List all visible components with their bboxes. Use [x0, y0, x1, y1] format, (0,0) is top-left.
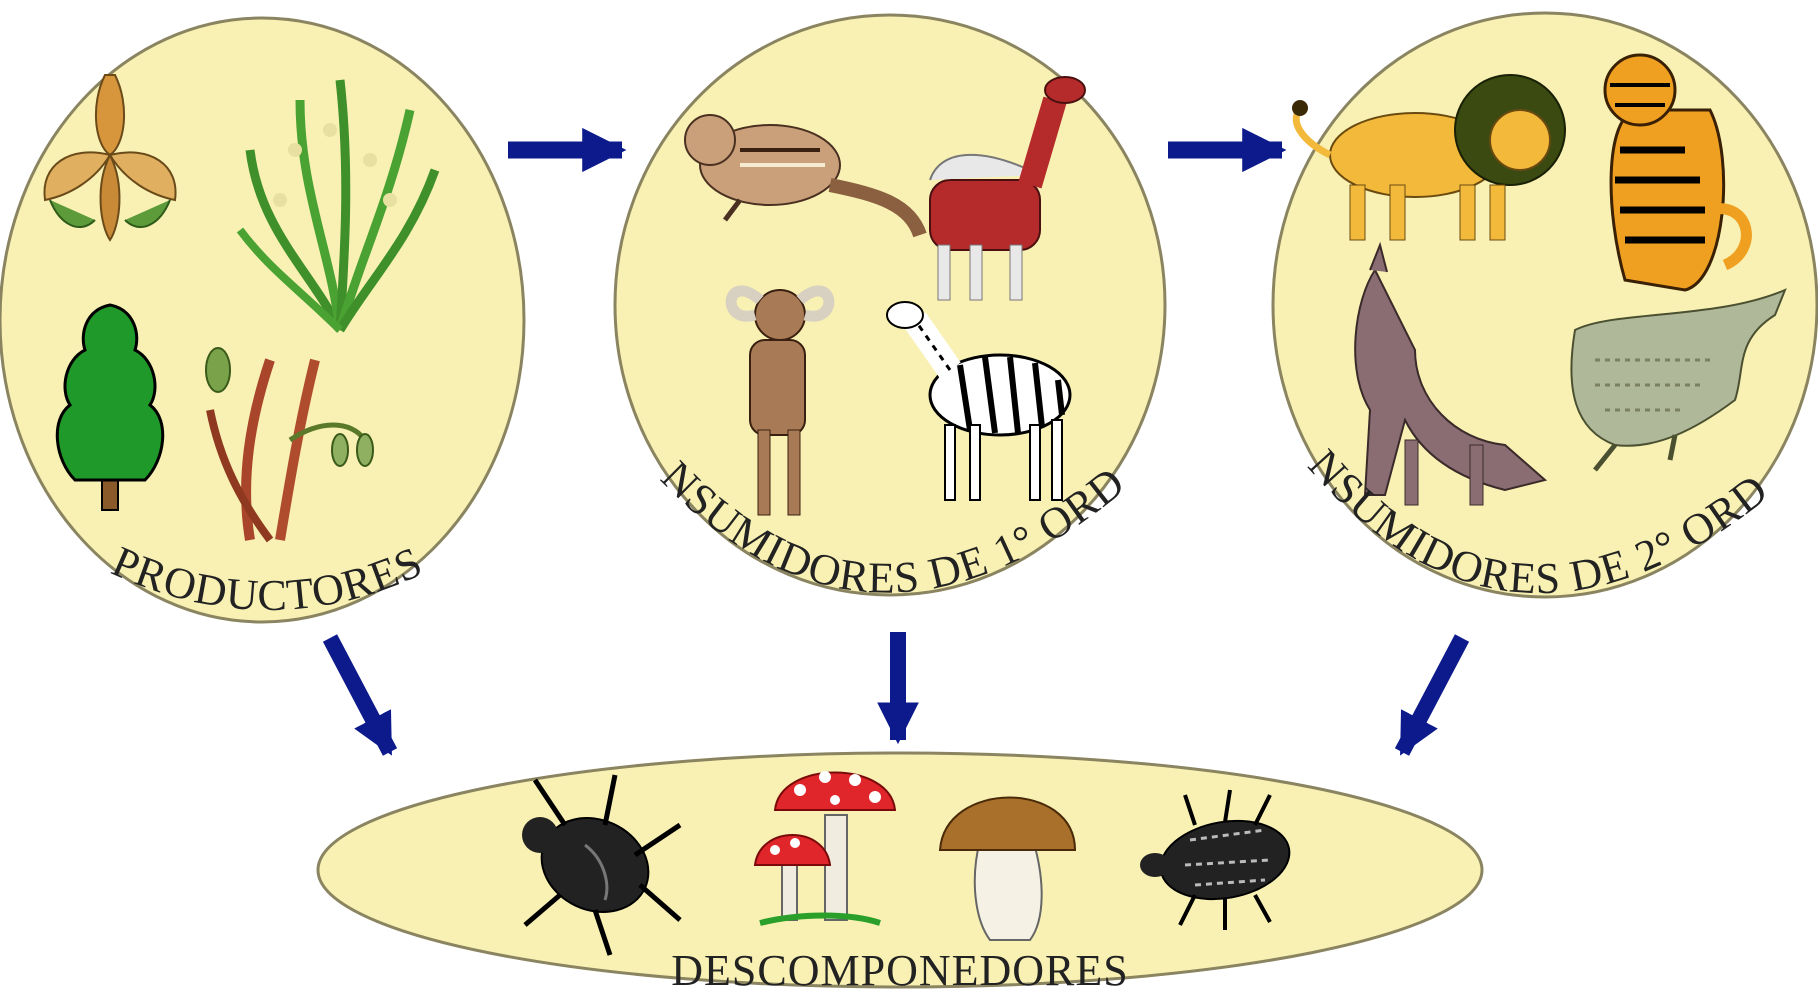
descomponedores-label: DESCOMPONEDORES [671, 946, 1129, 995]
descomponedores-group: DESCOMPONEDORES [318, 753, 1482, 995]
productores-group: PRODUCTORES [0, 18, 524, 622]
arrow-productores-to-descomponedores [330, 638, 390, 752]
arrow-consumidores-2-to-descomponedores [1402, 638, 1462, 752]
